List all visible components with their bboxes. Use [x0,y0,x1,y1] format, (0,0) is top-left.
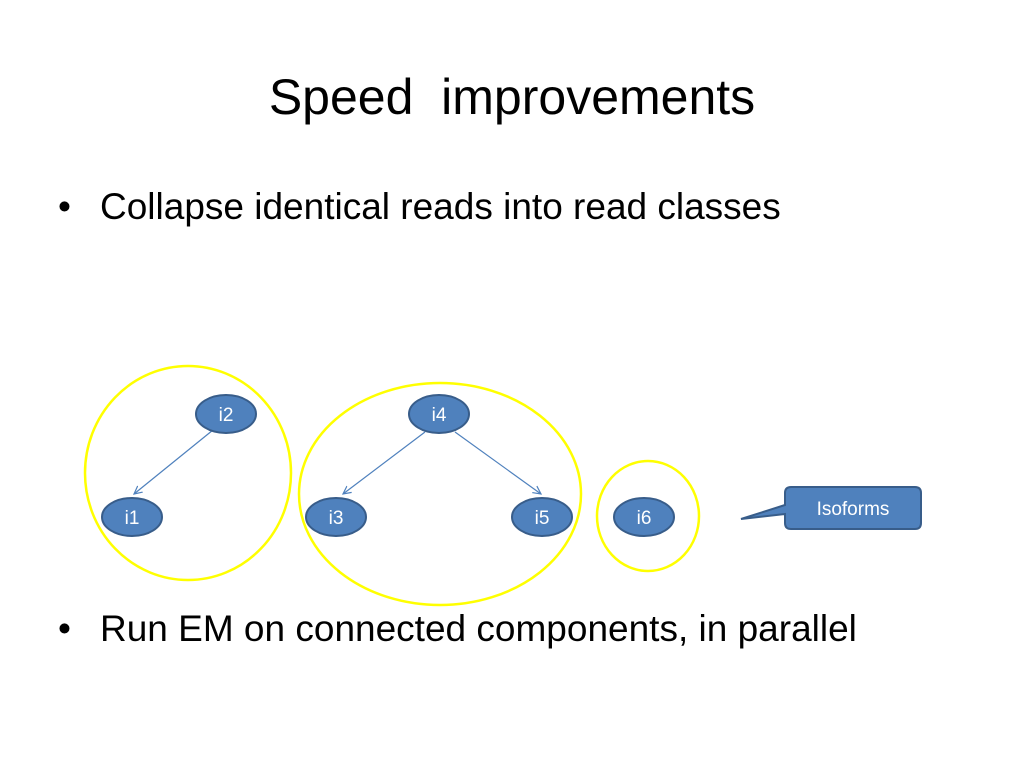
edge-i4-i3 [343,431,426,494]
bullet-point-icon: • [58,608,71,649]
component-outline-2 [297,381,583,607]
node-label-i5: i5 [535,508,550,529]
node-label-i1: i1 [125,508,140,529]
component-outline-3 [595,459,701,573]
node-label-i4: i4 [432,405,447,426]
node-i3: i3 [305,497,367,537]
node-i1: i1 [101,497,163,537]
node-label-i6: i6 [637,508,652,529]
callout-shape [740,486,922,530]
node-i2: i2 [195,394,257,434]
edge-i4-i5 [454,431,541,494]
component-outline-1 [83,364,293,582]
bullet-text-1: Collapse identical reads into read class… [100,186,781,227]
edge-i2-i1 [134,429,214,494]
bullet-text-2: Run EM on connected components, in paral… [100,608,857,649]
isoforms-callout: Isoforms [740,486,922,530]
slide-title: Speed improvements [268,69,756,125]
node-label-i3: i3 [329,508,344,529]
node-i5: i5 [511,497,573,537]
bullet-item-2: • Run EM on connected components, in para… [58,606,857,652]
callout-label: Isoforms [817,499,890,520]
node-i6: i6 [613,497,675,537]
bullet-point-icon: • [58,186,71,227]
node-label-i2: i2 [219,405,234,426]
node-i4: i4 [408,394,470,434]
bullet-item-1: • Collapse identical reads into read clas… [58,184,781,230]
